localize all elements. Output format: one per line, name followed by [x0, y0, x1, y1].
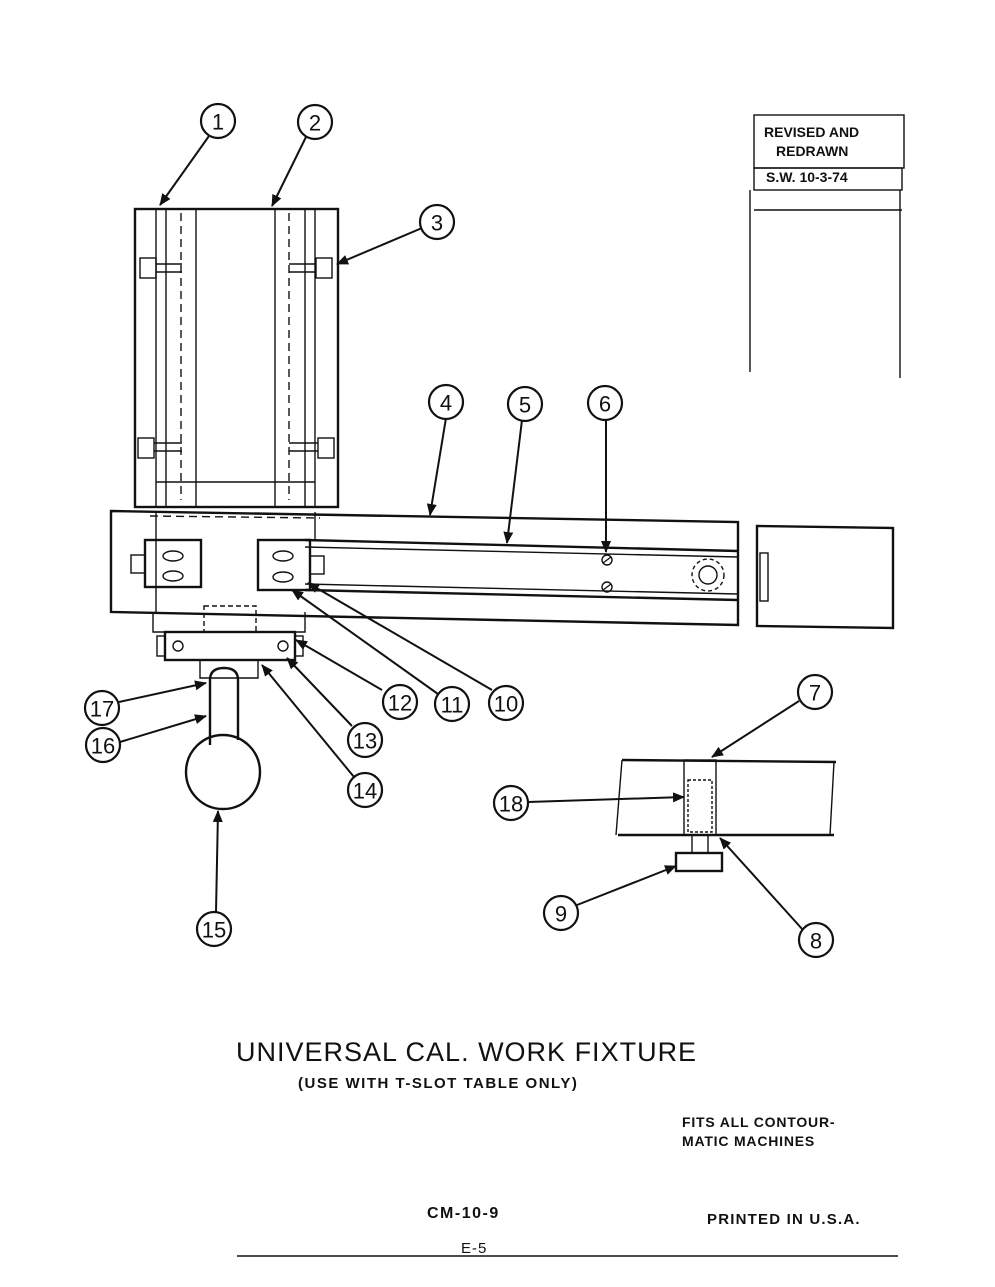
svg-text:4: 4 [440, 391, 452, 416]
fits-note-line-2: MATIC MACHINES [682, 1133, 816, 1149]
svg-text:8: 8 [810, 929, 822, 954]
callout-15: 15 [195, 910, 233, 948]
drawing-title: UNIVERSAL CAL. WORK FIXTURE [236, 1037, 698, 1067]
printed-note: PRINTED IN U.S.A. [707, 1211, 861, 1228]
revision-line-2: REDRAWN [776, 143, 849, 159]
svg-text:12: 12 [388, 691, 412, 716]
callout-5: 5 [506, 385, 544, 423]
callout-1: 1 [199, 102, 237, 140]
svg-text:6: 6 [599, 392, 611, 417]
bar-extension [755, 524, 895, 630]
drawing-subtitle: (USE WITH T-SLOT TABLE ONLY) [298, 1075, 579, 1092]
svg-text:7: 7 [809, 681, 821, 706]
cap-screw-bottom-right [289, 437, 335, 459]
callout-3: 3 [418, 203, 456, 241]
revision-block [749, 114, 905, 378]
callout-6: 6 [586, 384, 624, 422]
svg-text:11: 11 [441, 693, 464, 718]
callout-13: 13 [346, 721, 384, 759]
leader-lines [118, 135, 804, 931]
callout-11: 11 [433, 685, 471, 723]
callout-16: 16 [84, 726, 122, 764]
fits-note-line-1: FITS ALL CONTOUR- [682, 1114, 836, 1130]
drawing-number: CM-10-9 [427, 1205, 500, 1222]
handle [184, 666, 262, 811]
callout-2: 2 [296, 103, 334, 141]
cap-screw-top-left [139, 257, 182, 279]
svg-text:3: 3 [431, 211, 443, 236]
svg-text:17: 17 [90, 697, 114, 722]
cap-screw-top-right [289, 257, 333, 279]
callout-14: 14 [346, 771, 384, 809]
callout-10: 10 [487, 684, 525, 722]
svg-text:1: 1 [212, 110, 224, 135]
revision-line-1: REVISED AND [764, 124, 860, 140]
revision-line-3: S.W. 10-3-74 [766, 169, 848, 185]
cap-screw-bottom-left [137, 437, 182, 459]
detail-view [615, 758, 837, 873]
callout-4: 4 [427, 383, 465, 421]
svg-text:2: 2 [309, 111, 321, 136]
callout-17: 17 [83, 689, 121, 727]
callout-9: 9 [542, 894, 580, 932]
lower-clamp [152, 605, 306, 679]
vertical-column [133, 207, 340, 509]
svg-text:16: 16 [91, 734, 115, 759]
svg-text:14: 14 [353, 779, 377, 804]
page-number: E-5 [461, 1240, 488, 1257]
callout-18: 18 [492, 784, 530, 822]
svg-text:15: 15 [202, 918, 226, 943]
callout-7: 7 [796, 673, 834, 711]
svg-text:5: 5 [519, 393, 531, 418]
svg-text:13: 13 [353, 729, 377, 754]
callout-12: 12 [381, 683, 419, 721]
svg-text:9: 9 [555, 902, 567, 927]
svg-text:18: 18 [499, 792, 523, 817]
horizontal-bar [109, 509, 740, 627]
callout-8: 8 [797, 921, 835, 959]
svg-text:10: 10 [494, 692, 518, 717]
